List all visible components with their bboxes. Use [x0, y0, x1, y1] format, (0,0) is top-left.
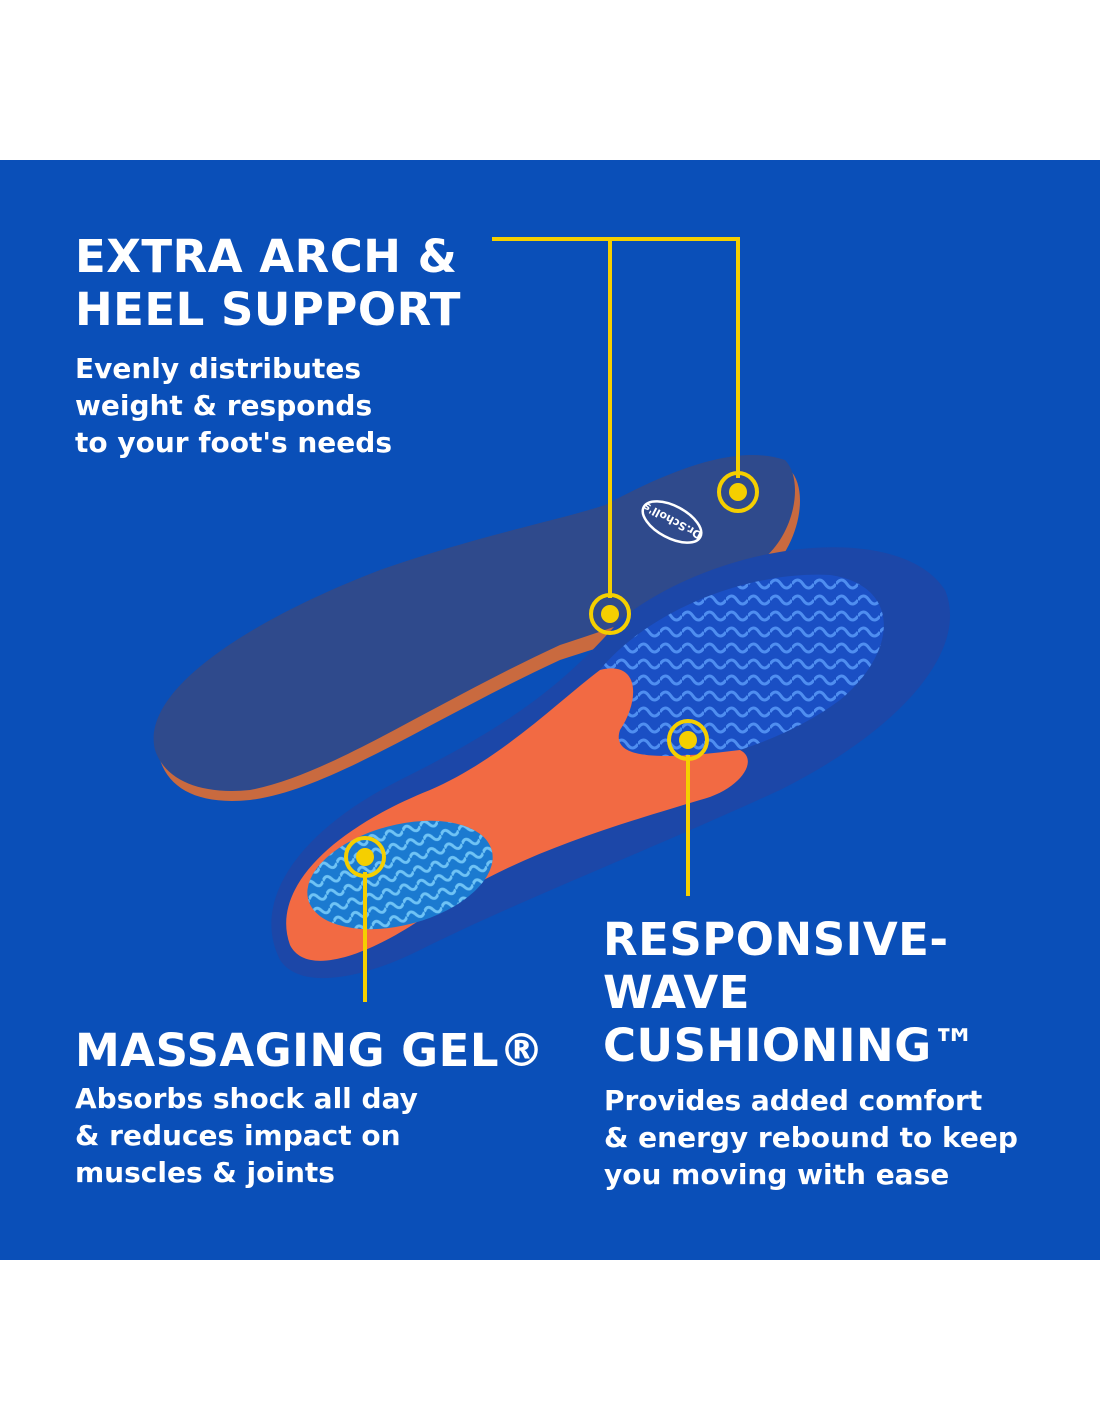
feature-title-massaging-gel: MASSAGING GEL® — [75, 1024, 545, 1077]
callout-lines — [344, 237, 759, 1002]
back-insole: Dr.Scholl's — [153, 455, 800, 801]
brand-logo — [641, 500, 703, 544]
insoles-illustration: Dr.Scholl's — [153, 237, 951, 1002]
front-insole — [271, 547, 951, 979]
feature-desc-responsive-wave: Provides added comfort& energy rebound t… — [604, 1084, 1018, 1191]
feature-title-arch-heel: EXTRA ARCH &HEEL SUPPORT — [75, 230, 461, 336]
product-feature-panel: Dr.Scholl's — [0, 160, 1100, 1260]
feature-desc-massaging-gel: Absorbs shock all day& reduces impact on… — [75, 1082, 418, 1189]
callout-dots — [356, 483, 747, 866]
